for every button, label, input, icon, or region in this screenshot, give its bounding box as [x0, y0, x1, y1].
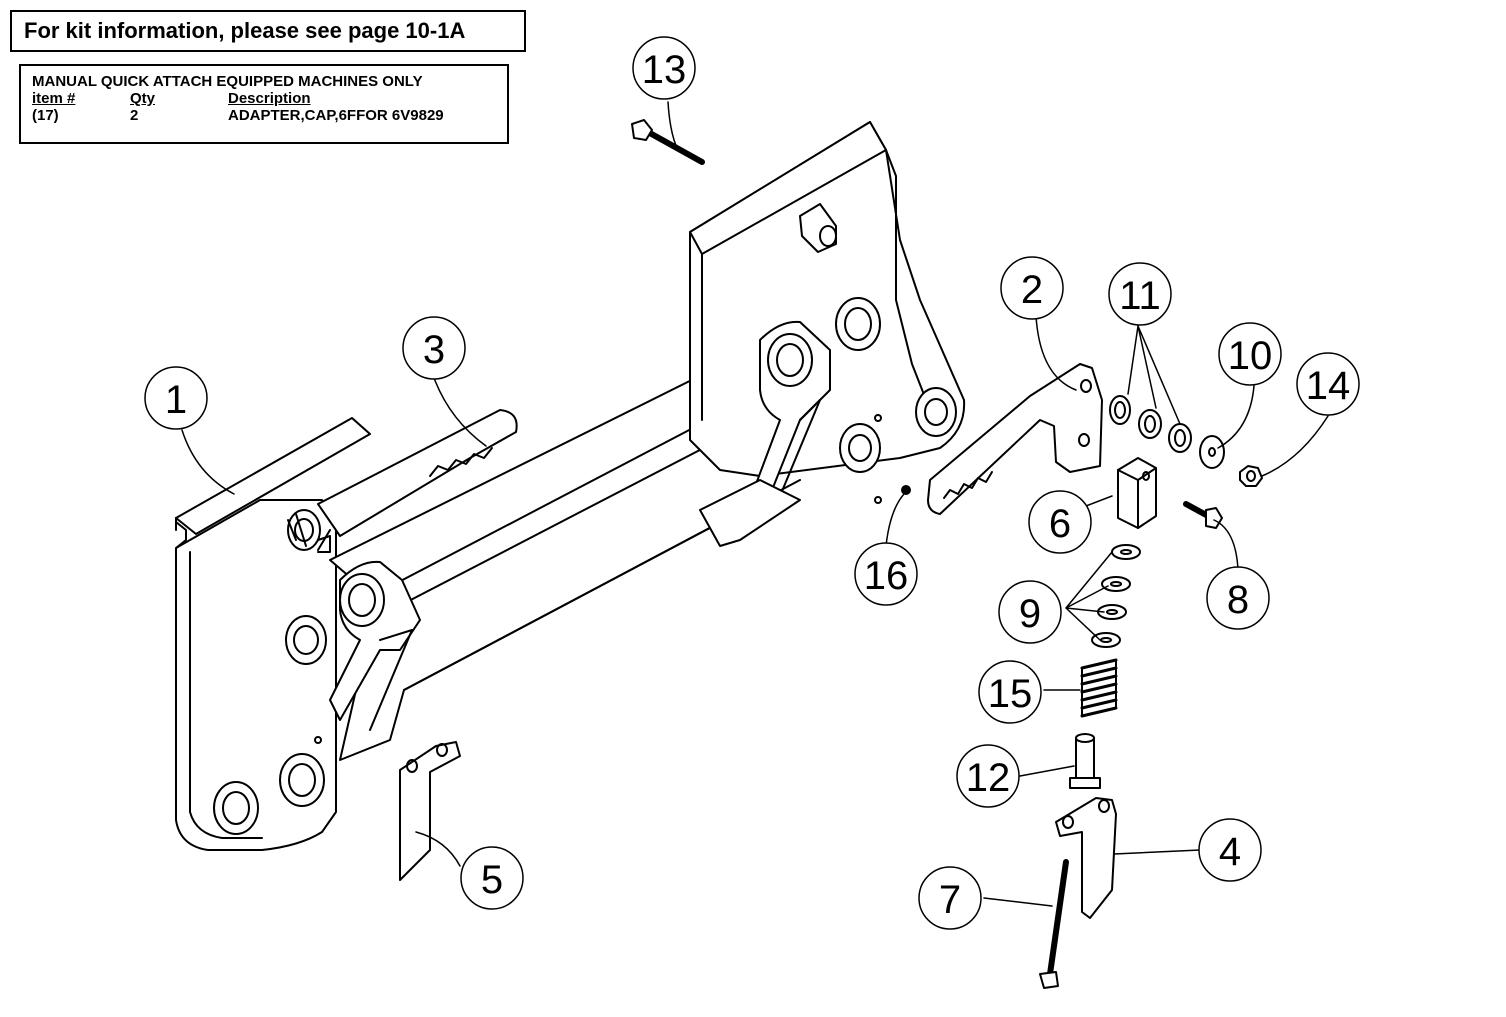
svg-text:9: 9: [1019, 592, 1041, 636]
callout-12: 12: [956, 744, 1020, 808]
washer: [1199, 435, 1225, 469]
svg-text:10: 10: [1228, 334, 1273, 378]
svg-text:3: 3: [423, 328, 445, 372]
callout-16: 16: [854, 542, 918, 606]
shims: [1091, 544, 1141, 648]
table-title: MANUAL QUICK ATTACH EQUIPPED MACHINES ON…: [32, 73, 423, 90]
nut: [1239, 465, 1263, 487]
kit-information-note: For kit information, please see page 10-…: [10, 10, 526, 52]
kit-parts-table: MANUAL QUICK ATTACH EQUIPPED MACHINES ON…: [19, 64, 509, 144]
quick-attach-frame: [175, 121, 966, 851]
header-description: Description: [228, 90, 311, 107]
table-header-row: item # Qty Description: [32, 90, 497, 107]
header-item: item #: [32, 90, 76, 107]
svg-text:8: 8: [1227, 578, 1249, 622]
svg-text:15: 15: [988, 672, 1033, 716]
callout-4: 4: [1198, 818, 1262, 882]
top-bolt: [631, 119, 705, 165]
bolt: [1183, 501, 1223, 529]
set-screw: [901, 485, 911, 495]
cell-item: (17): [32, 107, 59, 124]
callout-13: 13: [632, 36, 696, 100]
callout-9: 9: [998, 580, 1062, 644]
callouts: 1 2 3 4 5 6 7 8 9 10 11 12 13 14 15 16: [144, 36, 1360, 930]
callout-5: 5: [460, 846, 524, 910]
long-bolt: [1039, 859, 1069, 989]
callout-7: 7: [918, 866, 982, 930]
spring-knob: [287, 509, 331, 553]
callout-8: 8: [1206, 566, 1270, 630]
svg-text:16: 16: [864, 554, 909, 598]
pin: [1069, 733, 1101, 789]
header-qty: Qty: [130, 90, 156, 107]
leader-lines: [181, 101, 1329, 907]
callout-2: 2: [1000, 256, 1064, 320]
callout-6: 6: [1028, 490, 1092, 554]
cell-qty: 2: [130, 107, 139, 124]
handle: [317, 409, 518, 551]
cell-description: ADAPTER,CAP,6FFOR 6V9829: [228, 107, 444, 124]
callout-3: 3: [402, 316, 466, 380]
callout-15: 15: [978, 660, 1042, 724]
spring: [1080, 658, 1118, 718]
lever-plate: [927, 363, 1103, 515]
latch: [1055, 797, 1117, 919]
retaining-rings: [1109, 395, 1192, 453]
table-row: (17) 2 ADAPTER,CAP,6FFOR 6V9829: [32, 107, 497, 124]
callout-14: 14: [1296, 352, 1360, 416]
svg-text:2: 2: [1021, 268, 1043, 312]
svg-text:7: 7: [939, 878, 961, 922]
svg-text:14: 14: [1306, 364, 1351, 408]
svg-text:13: 13: [642, 48, 687, 92]
left-latch: [399, 741, 461, 881]
svg-text:11: 11: [1119, 274, 1161, 318]
callout-10: 10: [1218, 322, 1282, 386]
svg-text:4: 4: [1219, 830, 1241, 874]
block: [1117, 457, 1157, 529]
svg-text:5: 5: [481, 858, 503, 902]
svg-text:12: 12: [966, 756, 1011, 800]
callout-11: 11: [1108, 262, 1172, 326]
svg-text:6: 6: [1049, 502, 1071, 546]
svg-text:1: 1: [165, 378, 187, 422]
callout-1: 1: [144, 366, 208, 430]
